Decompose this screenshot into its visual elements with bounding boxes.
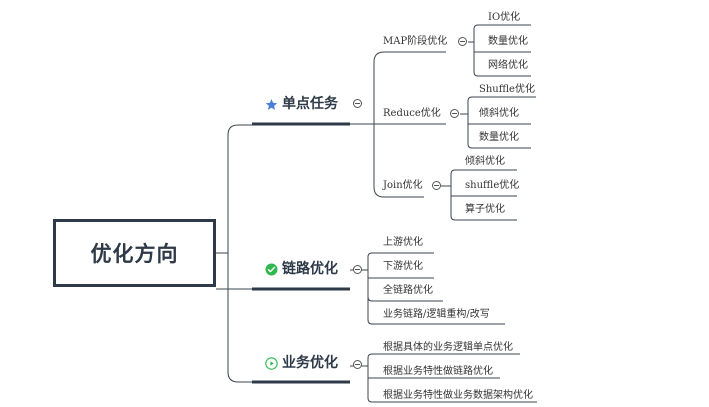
node-label: Join优化 <box>383 180 423 191</box>
leaf-shuffle[interactable]: shuffle优化 <box>465 181 519 191</box>
play-circle-icon <box>265 356 278 370</box>
leaf-shuffle[interactable]: Shuffle优化 <box>479 85 535 95</box>
node-label: Reduce优化 <box>383 108 441 119</box>
leaf-label: 算子优化 <box>465 204 505 215</box>
leaf-operator[interactable]: 算子优化 <box>465 205 505 215</box>
leaf-count[interactable]: 数量优化 <box>479 133 519 143</box>
node-join[interactable]: Join优化 <box>383 181 423 191</box>
leaf-label: shuffle优化 <box>465 180 520 191</box>
leaf-skew[interactable]: 倾斜优化 <box>465 157 505 167</box>
branch-label: 单点任务 <box>282 96 338 112</box>
leaf-label: 根据业务特性做业务数据架构优化 <box>383 390 533 401</box>
node-reduce[interactable]: Reduce优化 <box>383 109 441 119</box>
node-label: MAP阶段优化 <box>383 36 448 47</box>
leaf-skew[interactable]: 倾斜优化 <box>479 109 519 119</box>
leaf-business-pipeline[interactable]: 根据业务特性做链路优化 <box>383 367 493 377</box>
leaf-label: 上游优化 <box>383 237 423 248</box>
branch-business[interactable]: 业务优化 <box>265 356 338 370</box>
branch-single-task[interactable]: 单点任务 <box>265 97 338 111</box>
root-node[interactable]: 优化方向 <box>53 219 216 287</box>
leaf-label: 数量优化 <box>488 36 528 47</box>
node-map-stage[interactable]: MAP阶段优化 <box>383 37 447 47</box>
leaf-count[interactable]: 数量优化 <box>488 37 528 47</box>
root-node-label: 优化方向 <box>90 241 179 266</box>
collapse-toggle[interactable] <box>353 99 362 108</box>
star-icon <box>265 98 278 111</box>
leaf-label: 业务链路/逻辑重构/改写 <box>383 309 490 320</box>
leaf-label: Shuffle优化 <box>479 84 535 95</box>
collapse-toggle[interactable] <box>432 181 441 190</box>
leaf-business-architecture[interactable]: 根据业务特性做业务数据架构优化 <box>383 391 533 401</box>
leaf-label: 数量优化 <box>479 132 519 143</box>
leaf-network[interactable]: 网络优化 <box>488 61 528 71</box>
leaf-label: 下游优化 <box>383 261 423 272</box>
leaf-refactor[interactable]: 业务链路/逻辑重构/改写 <box>383 310 490 320</box>
branch-label: 链路优化 <box>282 261 338 277</box>
leaf-label: 根据具体的业务逻辑单点优化 <box>383 342 513 353</box>
leaf-upstream[interactable]: 上游优化 <box>383 238 423 248</box>
leaf-business-single[interactable]: 根据具体的业务逻辑单点优化 <box>383 343 513 353</box>
collapse-toggle[interactable] <box>450 109 459 118</box>
check-circle-icon <box>265 263 278 276</box>
leaf-label: IO优化 <box>488 12 521 23</box>
leaf-label: 网络优化 <box>488 60 528 71</box>
leaf-label: 全链路优化 <box>383 285 433 296</box>
leaf-full-pipeline[interactable]: 全链路优化 <box>383 286 433 296</box>
leaf-label: 倾斜优化 <box>465 156 505 167</box>
leaf-io[interactable]: IO优化 <box>488 13 520 23</box>
leaf-label: 根据业务特性做链路优化 <box>383 366 493 377</box>
leaf-downstream[interactable]: 下游优化 <box>383 262 423 272</box>
collapse-toggle[interactable] <box>353 265 362 274</box>
collapse-toggle[interactable] <box>353 360 362 369</box>
collapse-toggle[interactable] <box>458 37 467 46</box>
leaf-label: 倾斜优化 <box>479 108 519 119</box>
branch-pipeline[interactable]: 链路优化 <box>265 262 338 276</box>
branch-label: 业务优化 <box>282 355 338 371</box>
